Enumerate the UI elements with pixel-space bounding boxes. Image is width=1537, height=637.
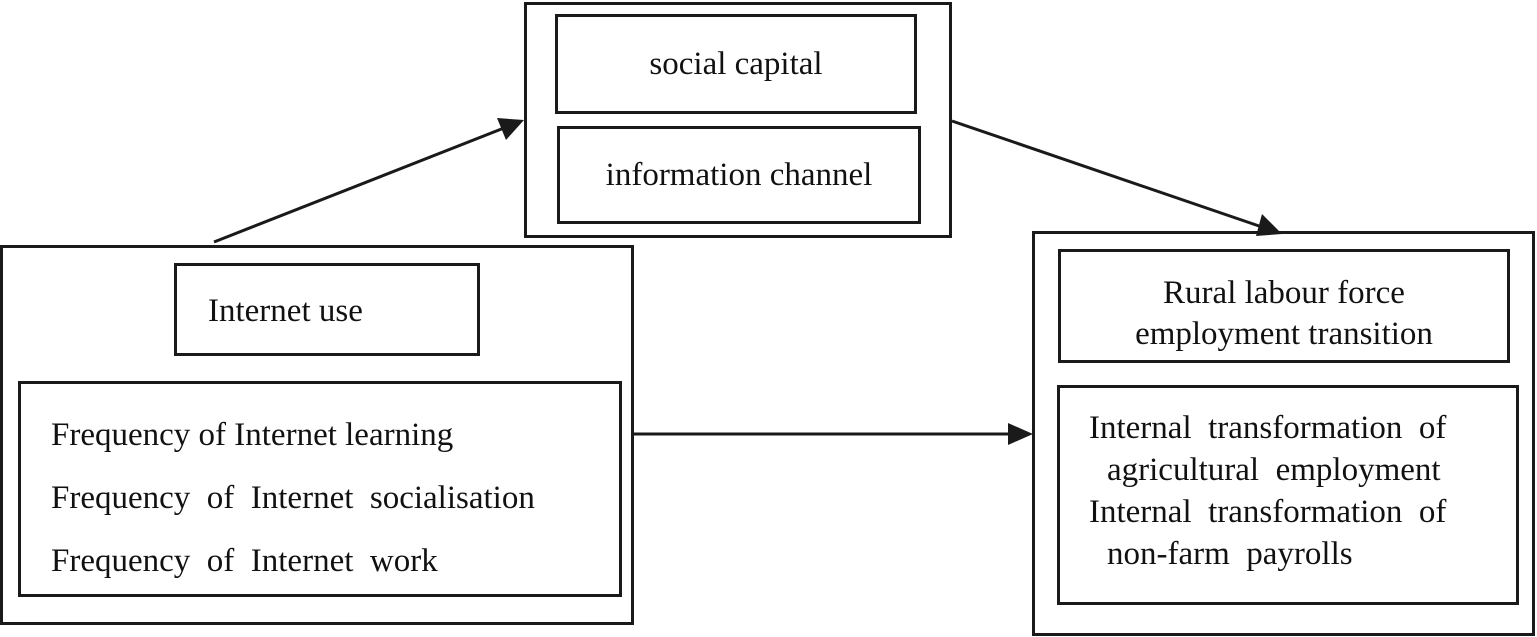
employment-transition-title-line1: Rural labour force bbox=[1163, 275, 1405, 311]
internet-use-items-box: Frequency of Internet learning Frequency… bbox=[18, 381, 622, 597]
arrowhead-internet-to-employment bbox=[1008, 423, 1033, 445]
arrowhead-mediators-to-employment bbox=[1256, 214, 1282, 236]
internet-use-item-socialisation: Frequency of Internet socialisation bbox=[51, 480, 535, 516]
employment-item-nonfarm-line1: Internal transformation of bbox=[1089, 494, 1447, 530]
arrow-internet-to-mediators bbox=[213, 126, 505, 244]
social-capital-box: social capital bbox=[555, 14, 917, 114]
internet-use-title: Internet use bbox=[208, 293, 363, 329]
internet-use-item-learning: Frequency of Internet learning bbox=[51, 417, 454, 453]
employment-transition-items-box: Internal transformation of agricultural … bbox=[1057, 385, 1519, 605]
employment-transition-title-box: Rural labour force employment transition bbox=[1058, 249, 1510, 363]
social-capital-label: social capital bbox=[649, 46, 823, 82]
employment-transition-title-line2: employment transition bbox=[1135, 316, 1433, 352]
employment-item-nonfarm-line2: non-farm payrolls bbox=[1107, 536, 1353, 572]
information-channel-label: information channel bbox=[605, 157, 873, 193]
employment-item-agri-line2: agricultural employment bbox=[1107, 452, 1441, 488]
employment-item-agri-line1: Internal transformation of bbox=[1089, 410, 1447, 446]
arrowhead-internet-to-mediators bbox=[497, 118, 524, 140]
arrow-mediators-to-employment bbox=[951, 119, 1263, 229]
internet-use-item-work: Frequency of Internet work bbox=[51, 543, 438, 579]
internet-use-title-box: Internet use bbox=[174, 263, 480, 356]
information-channel-box: information channel bbox=[557, 126, 921, 224]
